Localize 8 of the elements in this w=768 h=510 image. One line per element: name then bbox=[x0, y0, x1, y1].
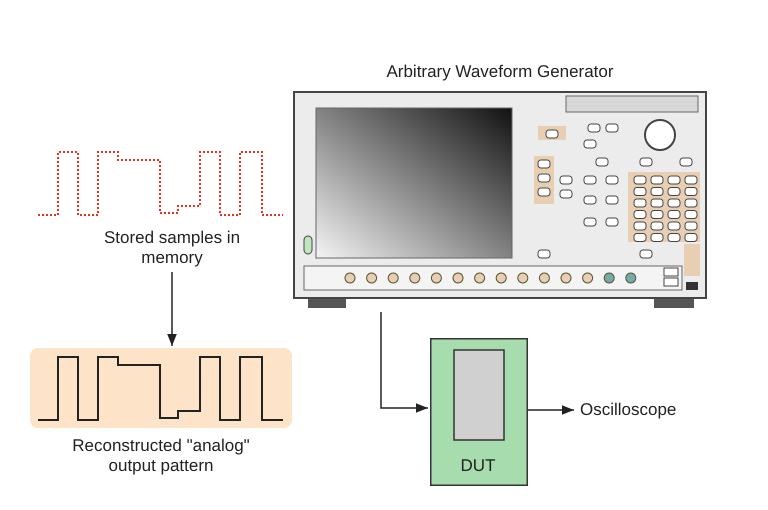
instrument-title: Arbitrary Waveform Generator bbox=[385, 62, 615, 82]
device-label: DUT bbox=[460, 456, 496, 476]
arrow bbox=[167, 272, 177, 346]
node-label: Stored samples in memory bbox=[102, 228, 242, 268]
node-label: Reconstructed "analog" output pattern bbox=[71, 436, 251, 476]
arrow bbox=[528, 405, 574, 415]
output-label: Oscilloscope bbox=[580, 400, 676, 420]
arrow bbox=[380, 312, 428, 413]
